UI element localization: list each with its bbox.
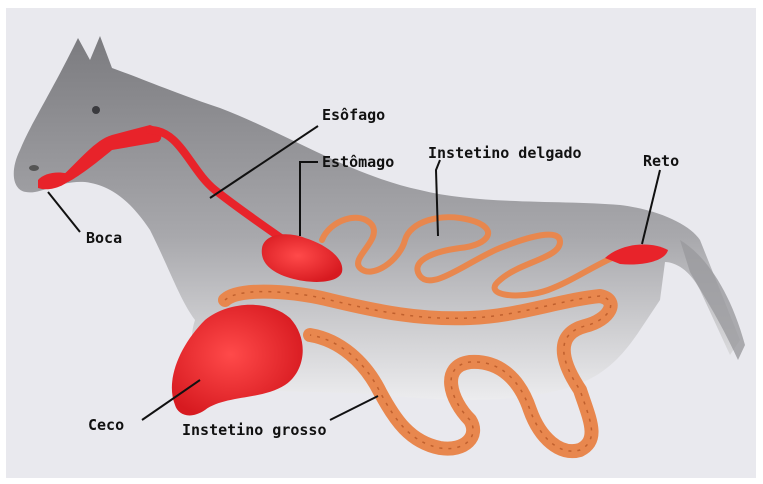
- label-grosso: Instetino grosso: [182, 421, 327, 439]
- label-esofago: Esôfago: [322, 106, 385, 124]
- horse-eye: [92, 106, 100, 114]
- label-boca: Boca: [86, 229, 122, 247]
- label-delgado: Instetino delgado: [428, 144, 582, 162]
- label-estomago: Estômago: [322, 153, 394, 171]
- horse-nostril: [29, 165, 39, 171]
- label-ceco: Ceco: [88, 416, 124, 434]
- label-reto: Reto: [643, 152, 679, 170]
